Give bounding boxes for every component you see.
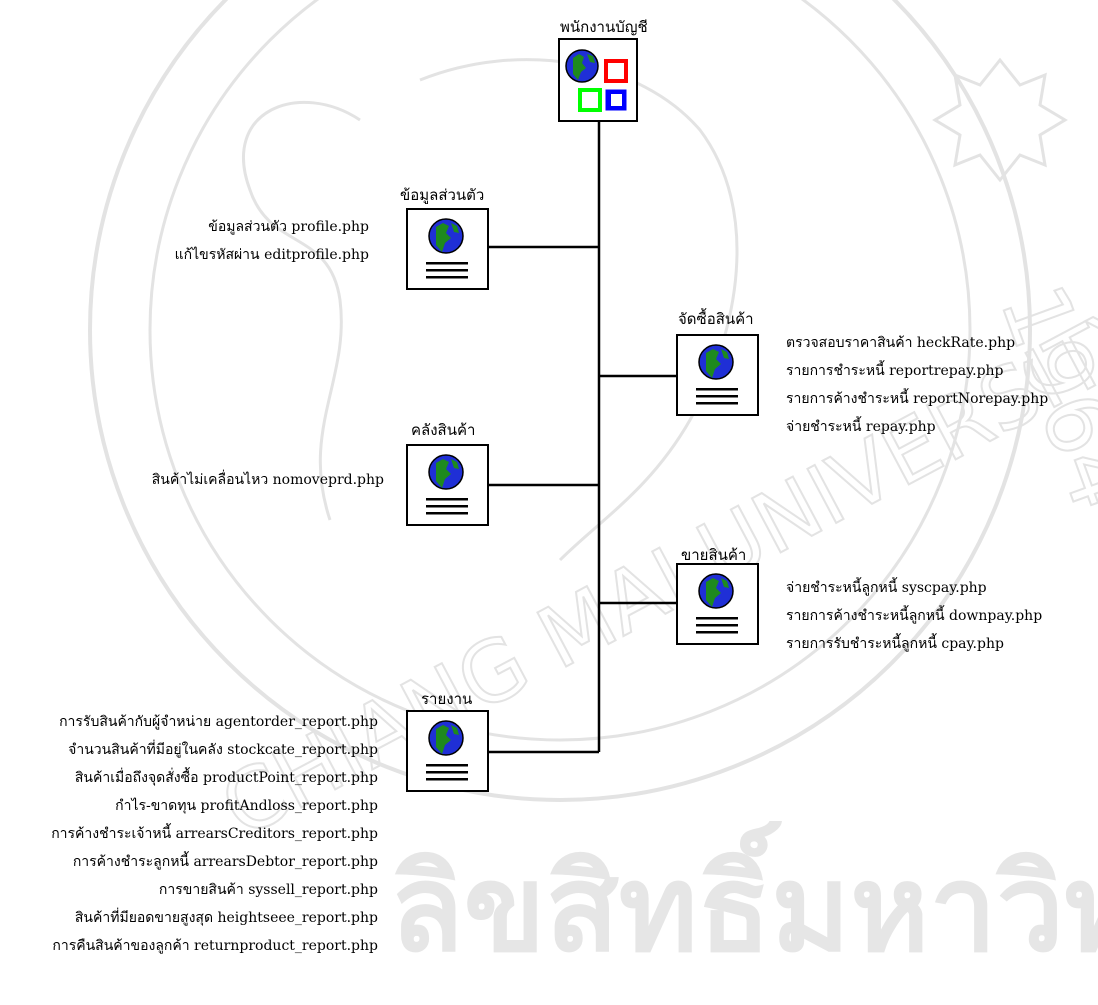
page-link[interactable]: สินค้าที่มียอดขายสูงสุด heightseee_repor… [74, 910, 378, 926]
web-page-globe-icon [426, 218, 468, 279]
sales-title: ขายสินค้า [681, 546, 747, 564]
page-link[interactable]: จำนวนสินค้าที่มีอยู่ในคลัง stockcate_rep… [68, 742, 378, 758]
purchase-title: จัดซื้อสินค้า [678, 310, 754, 328]
warehouse-title: คลังสินค้า [411, 421, 476, 439]
page-link[interactable]: ตรวจสอบราคาสินค้า heckRate.php [786, 335, 1016, 351]
purchase-node[interactable] [676, 334, 763, 420]
page-link[interactable]: การขายสินค้า syssell_report.php [158, 882, 378, 898]
page-link[interactable]: แก้ไขรหัสผ่าน editprofile.php [174, 247, 369, 263]
report-node[interactable] [406, 710, 493, 796]
web-page-globe-icon [696, 344, 738, 405]
page-link[interactable]: การรับสินค้ากับผู้จำหน่าย agentorder_rep… [59, 714, 378, 730]
page-link[interactable]: การคืนสินค้าของลูกค้า returnproduct_repo… [52, 938, 378, 954]
page-link[interactable]: การค้างชำระเจ้าหนี้ arrearsCreditors_rep… [51, 826, 378, 842]
sales-pages: จ่ายชำระหนี้ลูกหนี้ syscpay.php รายการค้… [786, 574, 1042, 658]
page-link[interactable]: กำไร-ขาดทุน profitAndloss_report.php [115, 798, 378, 814]
sales-node[interactable] [676, 563, 763, 649]
profile-title: ข้อมูลส่วนตัว [400, 186, 485, 204]
web-page-globe-icon [426, 720, 468, 781]
report-title: รายงาน [421, 690, 473, 708]
page-link[interactable]: สินค้าไม่เคลื่อนไหว nomoveprd.php [151, 472, 384, 488]
page-link[interactable]: จ่ายชำระหนี้ลูกหนี้ syscpay.php [786, 580, 987, 596]
profile-pages: ข้อมูลส่วนตัว profile.php แก้ไขรหัสผ่าน … [175, 213, 369, 269]
web-page-globe-icon [696, 573, 738, 634]
page-link[interactable]: ข้อมูลส่วนตัว profile.php [208, 219, 369, 235]
purchase-pages: ตรวจสอบราคาสินค้า heckRate.php รายการชำร… [786, 329, 1048, 441]
root-node[interactable] [558, 38, 642, 126]
page-link[interactable]: รายการชำระหนี้ reportrepay.php [786, 363, 1004, 379]
page-link[interactable]: การค้างชำระลูกหนี้ arrearsDebtor_report.… [72, 854, 378, 870]
warehouse-pages: สินค้าไม่เคลื่อนไหว nomoveprd.php [152, 466, 384, 494]
page-link[interactable]: จ่ายชำระหนี้ repay.php [786, 419, 936, 435]
root-title: พนักงานบัญชี [560, 18, 648, 36]
page-link[interactable]: รายการค้างชำระหนี้ reportNorepay.php [786, 391, 1049, 407]
report-pages: การรับสินค้ากับผู้จำหน่าย agentorder_rep… [51, 708, 378, 960]
page-link[interactable]: รายการค้างชำระหนี้ลูกหนี้ downpay.php [786, 608, 1043, 624]
page-link[interactable]: รายการรับชำระหนี้ลูกหนี้ cpay.php [786, 636, 1004, 652]
profile-node[interactable] [406, 208, 493, 294]
warehouse-node[interactable] [406, 444, 493, 530]
app-windows-globe-icon [565, 49, 628, 112]
page-link[interactable]: สินค้าเมื่อถึงจุดสั่งซื้อ productPoint_r… [74, 770, 378, 786]
web-page-globe-icon [426, 454, 468, 515]
